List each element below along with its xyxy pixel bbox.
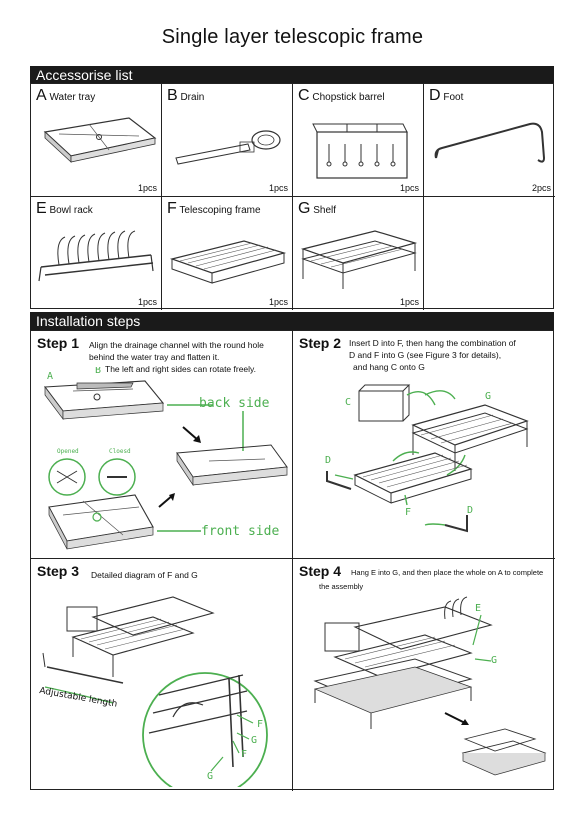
label-g: G	[485, 391, 491, 402]
step-desc-line: Align the drainage channel with the roun…	[89, 340, 264, 350]
accessory-name: Shelf	[313, 205, 337, 216]
accessory-a: A Water tray 1pcs	[31, 84, 162, 197]
step-heading: Step 2	[299, 335, 342, 351]
label-g: G	[491, 655, 497, 666]
accessory-b: B Drain 1pcs	[162, 84, 293, 197]
accessory-name: Water tray	[49, 92, 96, 103]
label-f: F	[405, 507, 411, 518]
label-front-side: front side	[201, 524, 279, 539]
accessory-letter: F	[167, 200, 177, 217]
accessory-letter: E	[36, 200, 47, 217]
label-f-1: F	[257, 719, 263, 730]
step-3: Step 3 Detailed diagram of F and G Adjus…	[31, 559, 293, 791]
accessory-qty: 1pcs	[399, 183, 419, 193]
step-desc-line: D and F into G (see Figure 3 for details…	[349, 350, 502, 360]
chopstick-barrel-icon	[312, 123, 408, 179]
installation-header: Installation steps	[30, 312, 554, 330]
shelf-icon	[300, 230, 418, 289]
step-2-diagram: C G D F D	[325, 384, 529, 533]
label-adjustable-length: Adjustable length	[38, 686, 117, 710]
accessory-c: C Chopstick barrel 1pcs	[293, 84, 424, 197]
accessory-letter: A	[36, 87, 47, 104]
water-tray-icon	[43, 117, 157, 163]
accessory-e: E Bowl rack 1pcs	[31, 197, 162, 310]
accessory-name: Telescoping frame	[179, 205, 261, 216]
drain-icon	[175, 130, 281, 165]
step-2: Step 2 Insert D into F, then hang the co…	[293, 331, 555, 559]
step-heading: Step 4	[299, 563, 342, 579]
label-f-2: F	[241, 749, 247, 760]
label-b: B	[95, 367, 101, 376]
accessory-g: G Shelf 1pcs	[293, 197, 424, 310]
step-desc-line: Detailed diagram of F and G	[91, 570, 198, 580]
accessory-empty	[424, 197, 555, 310]
accessory-name: Foot	[443, 92, 464, 103]
label-closed: Cloesd	[109, 448, 131, 455]
accessory-qty: 2pcs	[531, 183, 551, 193]
step-1: Step 1 Align the drainage channel with t…	[31, 331, 293, 559]
foot-icon	[434, 122, 546, 163]
step-4: Step 4 Hang E into G, and then place the…	[293, 559, 555, 791]
label-back-side: back side	[199, 396, 270, 411]
step-heading: Step 3	[37, 563, 80, 579]
label-d-1: D	[325, 455, 331, 466]
accessory-qty: 1pcs	[399, 297, 419, 307]
accessories-header: Accessorise list	[30, 66, 554, 84]
label-opened: Opened	[57, 448, 79, 455]
label-g-1: G	[251, 735, 257, 746]
accessory-name: Chopstick barrel	[312, 92, 385, 103]
label-d-2: D	[467, 505, 473, 516]
page-title: Single layer telescopic frame	[161, 26, 424, 48]
bowl-rack-icon	[38, 230, 154, 282]
step-desc-line: behind the water tray and flatten it.	[89, 352, 220, 362]
accessory-letter: D	[429, 87, 441, 104]
label-a: A	[47, 371, 53, 382]
step-1-diagram: A B back side Opened Cloesd	[43, 367, 288, 550]
label-g-2: G	[207, 771, 213, 782]
label-e: E	[475, 603, 481, 614]
accessory-name: Bowl rack	[49, 205, 93, 216]
step-desc-line: the assembly	[319, 582, 364, 591]
accessory-letter: G	[298, 200, 311, 217]
step-3-diagram: Adjustable length F F G G	[38, 596, 268, 787]
step-desc-line: Insert D into F, then hang the combinati…	[349, 338, 516, 348]
step-desc-line: The left and right sides can rotate free…	[105, 364, 257, 374]
accessory-letter: B	[167, 87, 178, 104]
accessory-d: D Foot 2pcs	[424, 84, 555, 197]
telescoping-frame-icon	[169, 240, 287, 284]
installation-grid: Step 1 Align the drainage channel with t…	[30, 330, 555, 791]
accessory-letter: C	[298, 87, 310, 104]
accessory-qty: 1pcs	[137, 183, 157, 193]
step-desc-line: and hang C onto G	[353, 362, 425, 372]
step-desc-line: Hang E into G, and then place the whole …	[351, 568, 544, 577]
accessories-grid: A Water tray 1pcs B Drain 1pcs C Chopsti…	[30, 83, 555, 310]
accessory-qty: 1pcs	[268, 183, 288, 193]
accessory-qty: 1pcs	[137, 297, 157, 307]
step-4-diagram: E G	[313, 596, 547, 776]
label-c: C	[345, 397, 351, 408]
accessory-f: F Telescoping frame 1pcs	[162, 197, 293, 310]
accessory-qty: 1pcs	[268, 297, 288, 307]
step-heading: Step 1	[37, 335, 80, 351]
accessory-name: Drain	[180, 92, 205, 103]
